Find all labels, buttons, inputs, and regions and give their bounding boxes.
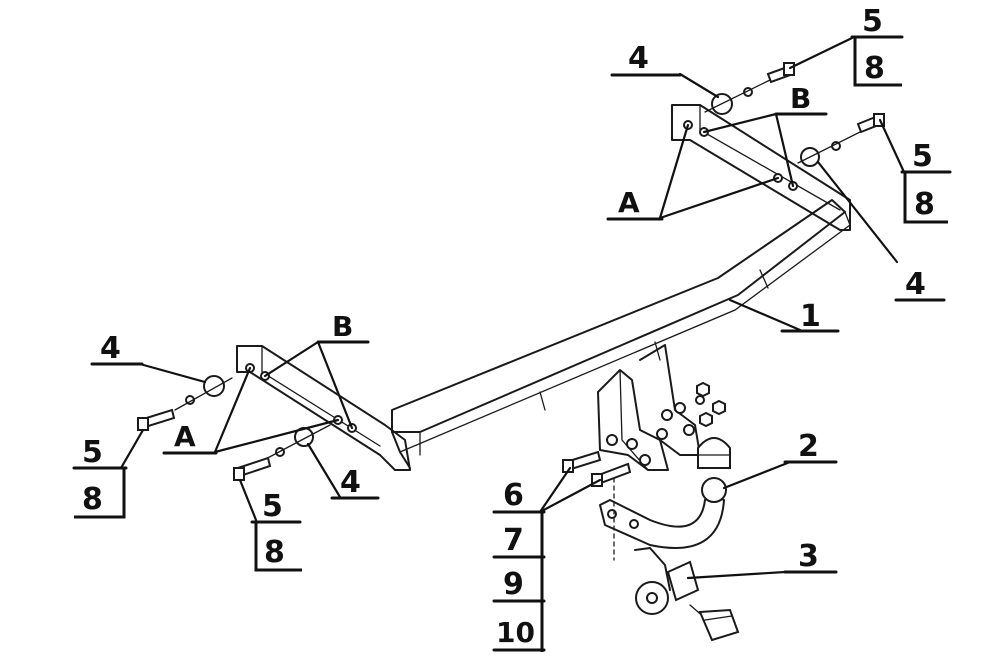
label-part-5-top-right: 5 bbox=[862, 4, 883, 39]
label-part-6: 6 bbox=[503, 478, 524, 513]
label-part-3: 3 bbox=[798, 539, 819, 574]
label-rules bbox=[72, 35, 952, 652]
nut-cluster bbox=[661, 381, 726, 436]
left-lower-spacer-set bbox=[233, 424, 331, 481]
label-part-2: 2 bbox=[798, 429, 819, 464]
label-part-5-left: 5 bbox=[82, 435, 103, 470]
leader-lines bbox=[119, 36, 906, 580]
center-mount-plate bbox=[597, 344, 701, 471]
label-part-5-right: 5 bbox=[912, 139, 933, 174]
label-part-10: 10 bbox=[496, 616, 535, 649]
socket-bracket bbox=[634, 547, 740, 642]
label-part-4-left-lower: 4 bbox=[340, 465, 361, 500]
label-part-1: 1 bbox=[800, 299, 821, 334]
label-point-b-left: B bbox=[332, 310, 353, 343]
label-part-8-top-right: 8 bbox=[864, 51, 885, 86]
label-point-b-right: B bbox=[790, 82, 811, 115]
label-part-8-right: 8 bbox=[914, 187, 935, 222]
callout-labels: 1 2 3 4 4 4 4 5 8 5 8 5 8 5 8 6 7 9 10 A… bbox=[82, 4, 935, 649]
center-bolts bbox=[562, 450, 632, 561]
label-part-4-right-upper: 4 bbox=[628, 41, 649, 76]
label-part-4-right-lower: 4 bbox=[905, 267, 926, 302]
label-part-8-left: 8 bbox=[82, 482, 103, 517]
label-part-9: 9 bbox=[503, 567, 524, 602]
label-point-a-right: A bbox=[618, 186, 640, 219]
crossbeam bbox=[236, 104, 851, 471]
label-part-4-left-upper: 4 bbox=[100, 331, 121, 366]
right-lower-spacer-set bbox=[797, 113, 885, 167]
ball-cover-cap bbox=[697, 437, 731, 469]
label-part-7: 7 bbox=[503, 523, 524, 558]
label-part-5-bottom-left: 5 bbox=[262, 489, 283, 524]
label-part-8-bottom-left: 8 bbox=[264, 535, 285, 570]
label-point-a-left: A bbox=[174, 420, 196, 453]
tow-ball-neck bbox=[599, 477, 727, 549]
right-upper-spacer-set bbox=[704, 62, 795, 115]
left-upper-spacer-set bbox=[137, 375, 233, 431]
